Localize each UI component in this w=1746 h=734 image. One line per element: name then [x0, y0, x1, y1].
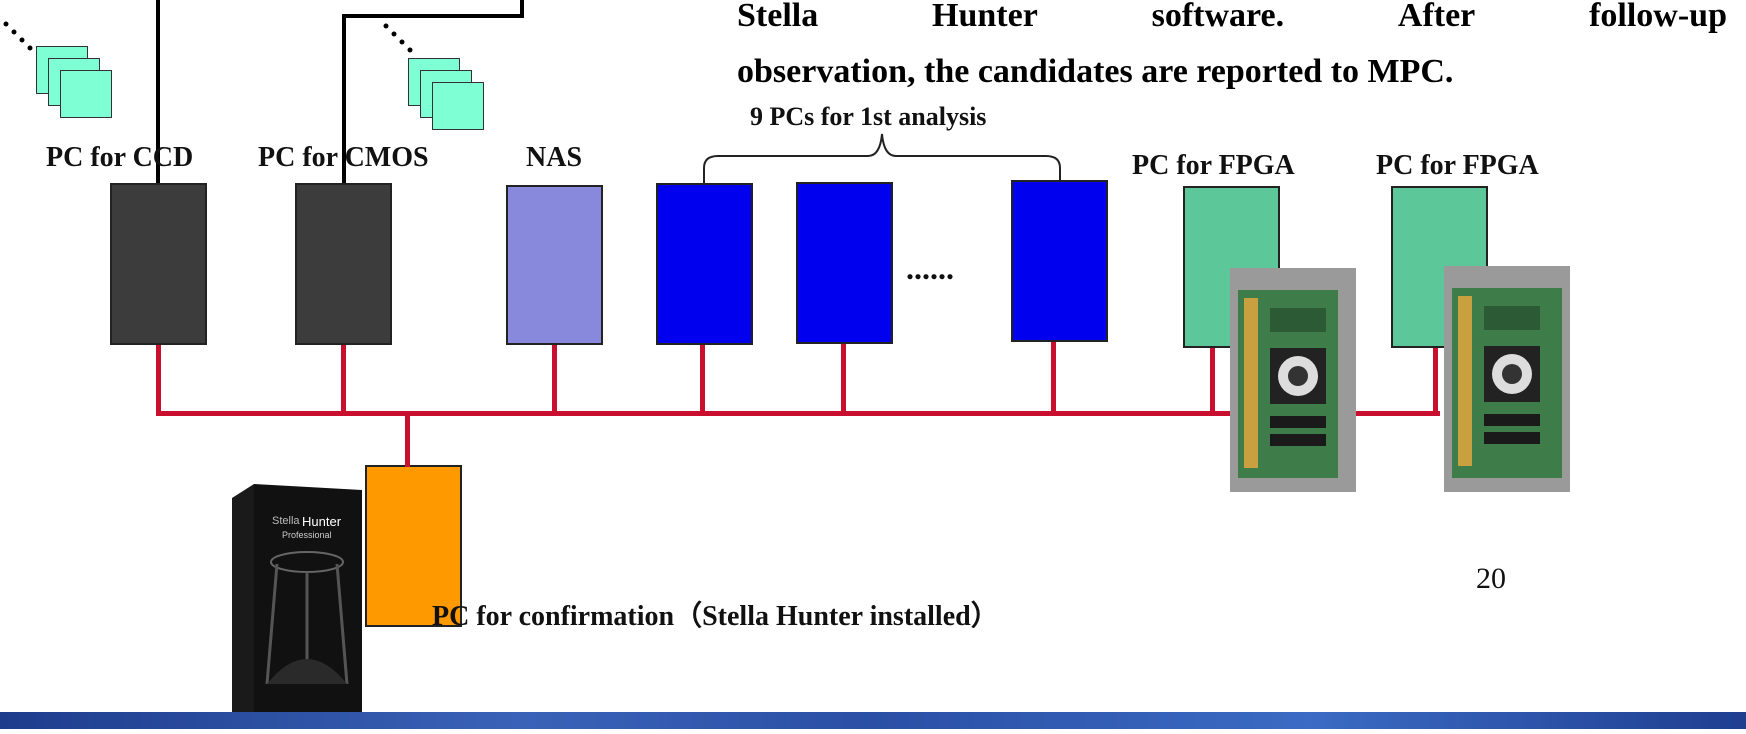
page-number: 20 [1476, 562, 1506, 595]
cmos-cable-top [520, 0, 524, 18]
analysis-pc-1 [656, 183, 753, 345]
label-confirmation: PC for confirmation（Stella Hunter instal… [432, 601, 999, 632]
pc-ccd [110, 183, 207, 345]
cmos-cable-horizontal [342, 14, 524, 18]
lan-drop [841, 344, 846, 415]
label-nas: NAS [526, 142, 583, 173]
header-line-1: Stella Hunter software. After follow-up [737, 0, 1727, 44]
ccd-cable [156, 0, 160, 186]
lan-drop [341, 345, 346, 415]
label-pc-fpga-1: PC for FPGA [1132, 150, 1295, 181]
fpga-board-icon [1230, 268, 1356, 492]
label-analysis-group: 9 PCs for 1st analysis [750, 102, 987, 131]
pc-cmos [295, 183, 392, 345]
nas [506, 185, 603, 345]
ellipsis: ...... [906, 250, 954, 286]
label-pc-fpga-2: PC for FPGA [1376, 150, 1539, 181]
lan-drop [156, 345, 161, 415]
group-brace [703, 133, 1061, 184]
image-stack-icon [36, 46, 112, 118]
header-word: Hunter [932, 0, 1038, 34]
lan-bus [156, 411, 1440, 416]
header-word: Stella [737, 0, 819, 34]
svg-text:Professional: Professional [282, 530, 332, 540]
cmos-cable-vertical [342, 16, 346, 186]
pc-confirmation [365, 465, 462, 627]
header-word: After [1397, 0, 1476, 34]
header-word: follow-up [1589, 0, 1727, 34]
dots-icon [383, 23, 413, 53]
fpga-board-icon [1444, 266, 1570, 492]
image-stack-icon [408, 58, 484, 130]
analysis-pc-9 [1011, 180, 1108, 342]
header-word: software. [1151, 0, 1285, 34]
svg-text:Hunter: Hunter [302, 514, 342, 529]
header-text: Stella Hunter software. After follow-up … [737, 0, 1746, 100]
software-box-icon: Stella Hunter Professional [232, 484, 362, 729]
header-line-2: observation, the candidates are reported… [737, 53, 1454, 90]
label-pc-ccd: PC for CCD [46, 142, 194, 173]
dots-icon [3, 21, 33, 51]
footer-band [0, 712, 1746, 729]
lan-drop [1051, 342, 1056, 415]
lan-drop [700, 345, 705, 415]
lan-drop [1210, 348, 1215, 415]
lan-drop [552, 345, 557, 415]
lan-drop [1433, 348, 1438, 415]
svg-text:Stella: Stella [272, 515, 300, 527]
analysis-pc-2 [796, 182, 893, 344]
lan-drop-confirmation [405, 411, 410, 467]
label-pc-cmos: PC for CMOS [258, 142, 429, 173]
